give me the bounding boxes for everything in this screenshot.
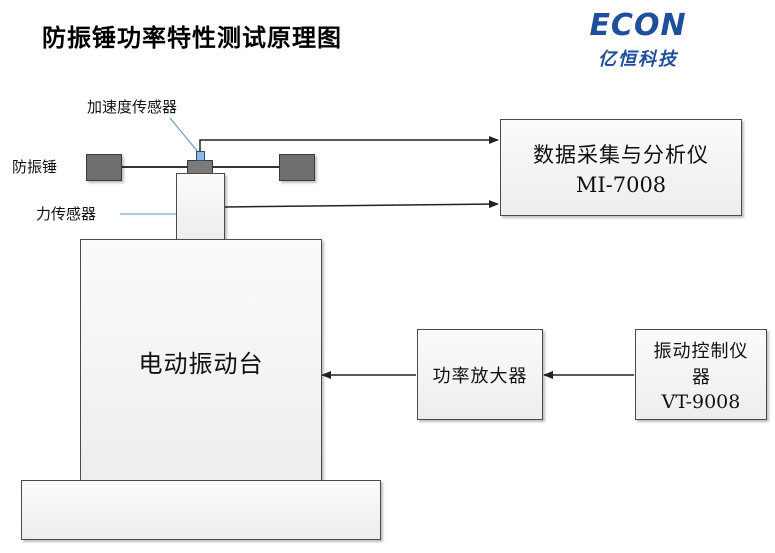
logo-subtitle: 亿恒科技 xyxy=(598,49,678,70)
damper-label: 防振锤 xyxy=(12,158,58,176)
controller-name-line1: 振动控制仪 xyxy=(653,340,749,362)
analyzer-name: 数据采集与分析仪 xyxy=(533,142,709,167)
force-sensor-signal-line xyxy=(224,200,499,209)
damper-clamp xyxy=(187,160,213,174)
controller-box: 振动控制仪 器 VT-9008 xyxy=(635,329,767,420)
analyzer-box: 数据采集与分析仪 MI-7008 xyxy=(500,119,742,216)
damper-mass-left xyxy=(86,154,122,181)
econ-logo: ECON 亿恒科技 xyxy=(563,8,713,72)
accelerometer-leader xyxy=(169,117,199,153)
accelerometer-label: 加速度传感器 xyxy=(87,98,178,116)
damper-mass-right xyxy=(279,154,315,181)
force-sensor-block xyxy=(176,173,225,240)
diagram-title: 防振锤功率特性测试原理图 xyxy=(42,24,342,52)
shaker-label: 电动振动台 xyxy=(138,350,264,378)
amplifier-box: 功率放大器 xyxy=(417,329,543,420)
logo-brand: ECON xyxy=(589,8,687,43)
controller-model: VT-9008 xyxy=(661,390,741,413)
controller-name-line2: 器 xyxy=(692,366,710,388)
analyzer-model: MI-7008 xyxy=(575,172,667,197)
shaker-base xyxy=(21,480,381,540)
shaker-box: 电动振动台 xyxy=(80,239,322,481)
accelerometer-sensor xyxy=(196,151,205,161)
amplifier-name: 功率放大器 xyxy=(432,365,528,387)
accelerometer-signal-line xyxy=(199,136,499,152)
force-sensor-label: 力传感器 xyxy=(36,205,97,223)
